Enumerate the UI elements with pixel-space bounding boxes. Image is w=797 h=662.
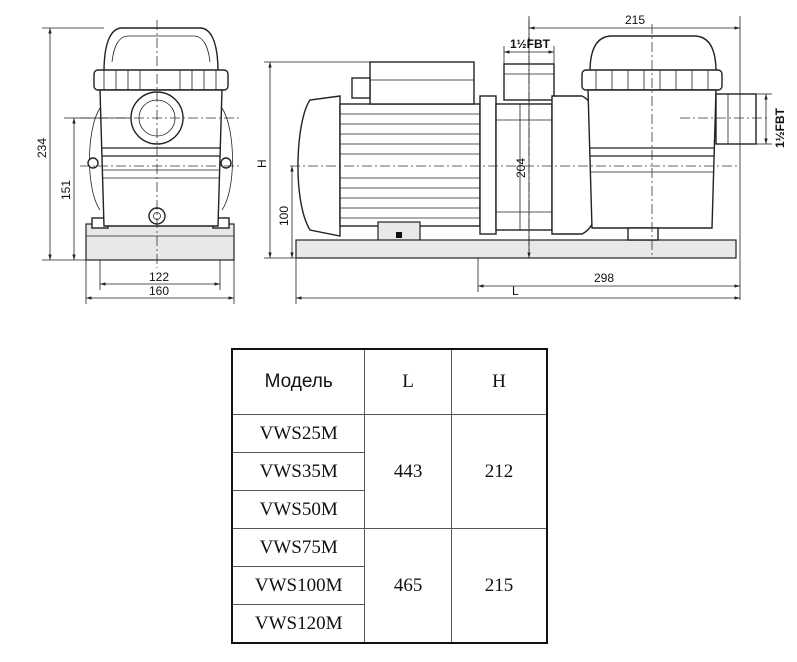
model-cell: VWS50M (231, 490, 366, 529)
front-strainer-body (99, 89, 223, 227)
header-h: H (450, 348, 548, 415)
side-outlet-port (715, 93, 757, 145)
model-cell: VWS25M (231, 414, 366, 453)
dim-298-label: 298 (594, 271, 614, 285)
terminal-box (369, 61, 475, 105)
motor-fan-cover (297, 95, 341, 237)
front-base-plate (85, 223, 235, 261)
front-view: 234 151 122 160 (35, 20, 240, 304)
dim-151-label: 151 (59, 180, 73, 200)
table-row: VWS100M (231, 566, 547, 605)
header-model: Модель (231, 348, 366, 415)
table-row: VWS50M (231, 490, 547, 529)
dim-215-label: 215 (625, 13, 645, 27)
front-lock-ring (93, 69, 229, 91)
dim-100-label: 100 (277, 206, 291, 226)
pump-technical-drawing: 234 151 122 160 (35, 13, 787, 304)
pump-flange (479, 95, 497, 235)
l-value-cell: 465 (364, 528, 452, 644)
header-l: L (364, 348, 452, 415)
model-cell: VWS35M (231, 452, 366, 491)
model-cell: VWS120M (231, 604, 366, 644)
model-cell: VWS100M (231, 566, 366, 605)
table-row: VWS120M (231, 604, 547, 644)
dim-234-label: 234 (35, 138, 49, 158)
h-value-cell: 215 (450, 528, 548, 644)
dim-h-label: H (255, 159, 269, 168)
model-cell: VWS75M (231, 528, 366, 567)
model-spec-table: Модель L H VWS25M 443 212 VWS35M VWS50M … (231, 348, 548, 644)
dim-204-label: 204 (514, 158, 528, 178)
side-view: H 100 204 215 1½FBT 1½FBT 298 L (255, 13, 787, 304)
dim-l-label: L (512, 284, 519, 298)
side-lid (589, 35, 717, 73)
table-row: VWS75M 465 215 (231, 528, 548, 644)
l-value-cell: 443 (364, 414, 452, 529)
inlet-thread-label: 1½FBT (510, 37, 551, 51)
table-header-row: Модель L H (231, 348, 548, 415)
dim-160-label: 160 (149, 284, 169, 298)
table-row: VWS25M 443 212 (231, 414, 548, 529)
side-base-plate (295, 239, 737, 259)
front-lid (103, 27, 219, 73)
outlet-thread-label: 1½FBT (773, 107, 787, 148)
h-value-cell: 212 (450, 414, 548, 529)
dim-122-label: 122 (149, 270, 169, 284)
